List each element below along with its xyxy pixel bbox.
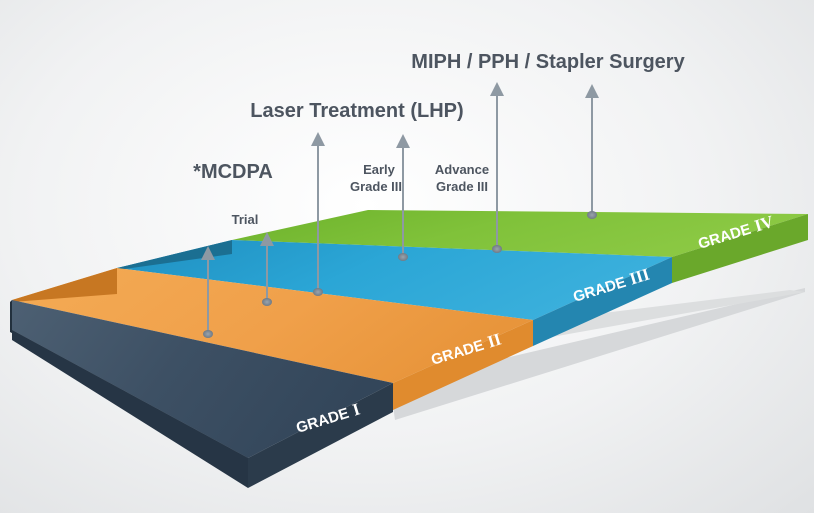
arrows bbox=[201, 82, 599, 338]
label-early-line2: Grade III bbox=[350, 179, 402, 194]
arrow-mcdpa bbox=[201, 246, 215, 338]
step-3-front bbox=[533, 257, 672, 346]
label-early-line1: Early bbox=[363, 162, 396, 177]
step-1-front bbox=[248, 383, 393, 488]
label-trial: Trial bbox=[232, 212, 259, 227]
step-grade-4: GRADEIV bbox=[232, 210, 808, 283]
step-4-front bbox=[672, 214, 808, 283]
arrow-laser bbox=[311, 132, 325, 296]
step-grade-1: GRADEI bbox=[10, 300, 393, 488]
step-2-top bbox=[12, 268, 533, 383]
step-3-left bbox=[117, 240, 232, 270]
step-1-base bbox=[12, 330, 248, 488]
step-grade-2: GRADEII bbox=[12, 268, 533, 410]
arrow-early-grade-3 bbox=[396, 134, 410, 261]
step-2-front bbox=[393, 320, 533, 410]
step-1-top bbox=[12, 300, 393, 458]
arrow-trial bbox=[260, 232, 274, 306]
label-miph: MIPH / PPH / Stapler Surgery bbox=[411, 51, 685, 73]
step-3-top bbox=[117, 240, 672, 320]
step-4-top bbox=[232, 210, 808, 257]
label-laser: Laser Treatment (LHP) bbox=[250, 100, 463, 122]
step-grade-3: GRADEIII bbox=[117, 240, 672, 346]
label-advance-line2: Grade III bbox=[436, 179, 488, 194]
floor-shadow-2 bbox=[530, 290, 805, 340]
arrow-advance-grade-3 bbox=[490, 82, 504, 253]
arrow-miph bbox=[585, 84, 599, 219]
floor-shadow bbox=[390, 288, 805, 420]
label-advance-line1: Advance bbox=[435, 162, 489, 177]
step-2-left bbox=[12, 268, 117, 302]
label-mcdpa: *MCDPA bbox=[193, 161, 273, 183]
